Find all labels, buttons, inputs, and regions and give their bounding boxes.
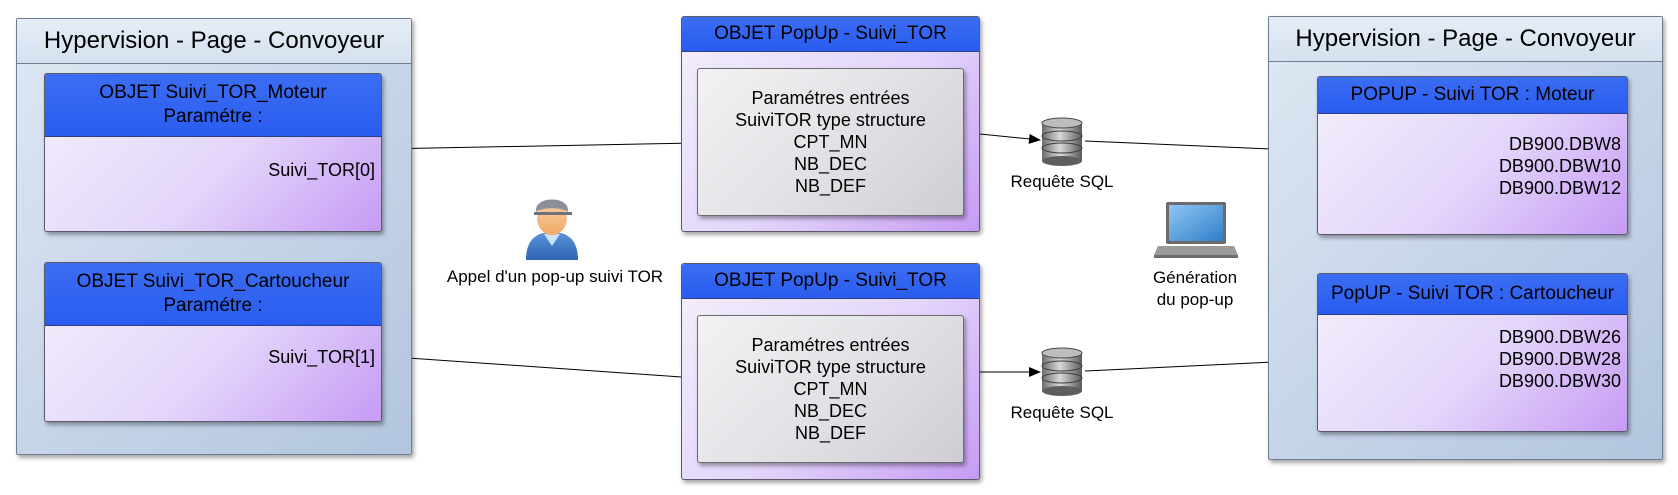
objet-suivi-tor-moteur[interactable]: OBJET Suivi_TOR_Moteur Paramétre : Suivi… [44, 73, 382, 232]
objet-moteur-header: OBJET Suivi_TOR_Moteur Paramétre : [45, 74, 381, 137]
laptop-caption-line-2: du pop-up [1156, 290, 1234, 309]
popup-suivi-tor-cartoucheur[interactable]: PopUP - Suivi TOR : Cartoucheur DB900.DB… [1317, 273, 1628, 432]
popup2-line-3: CPT_MN [793, 379, 868, 399]
right-popup1-line-3: DB900.DBW12 [1498, 178, 1621, 198]
right-popup2-line-3: DB900.DBW30 [1498, 371, 1621, 391]
objet-popup-suivi-tor-1[interactable]: OBJET PopUp - Suivi_TOR Paramétres entré… [681, 16, 980, 232]
objet-suivi-tor-cartoucheur[interactable]: OBJET Suivi_TOR_Cartoucheur Paramétre : … [44, 262, 382, 422]
user-caption: Appel d'un pop-up suivi TOR [446, 267, 664, 286]
objet-cartoucheur-param-label: Paramétre : [163, 295, 263, 316]
right-popup1-header: POPUP - Suivi TOR : Moteur [1318, 77, 1627, 114]
objet-cartoucheur-title: OBJET Suivi_TOR_Cartoucheur [76, 271, 350, 292]
popup1-header: OBJET PopUp - Suivi_TOR [682, 17, 979, 52]
database-icon-1 [1040, 117, 1084, 167]
arrow-popup1-to-db1 [979, 133, 1041, 144]
objet-popup-suivi-tor-2[interactable]: OBJET PopUp - Suivi_TOR Paramétres entré… [681, 263, 980, 480]
objet-moteur-param-label: Paramétre : [163, 106, 263, 127]
left-panel-title: Hypervision - Page - Convoyeur [17, 19, 411, 64]
popup-suivi-tor-moteur[interactable]: POPUP - Suivi TOR : Moteur DB900.DBW8 DB… [1317, 76, 1628, 235]
popup2-line-4: NB_DEC [793, 401, 868, 421]
popup2-line-5: NB_DEF [794, 423, 866, 443]
objet-moteur-param-value: Suivi_TOR[0] [268, 160, 375, 180]
laptop-caption-line-1: Génération [1152, 268, 1238, 287]
laptop-caption: Génération du pop-up [1120, 267, 1270, 311]
right-popup1-lines: DB900.DBW8 DB900.DBW10 DB900.DBW12 [1499, 133, 1621, 199]
popup1-line-2: SuiviTOR type structure [735, 110, 926, 130]
left-panel-title-text: Hypervision - Page - Convoyeur [43, 27, 385, 54]
popup1-line-1: Paramétres entrées [751, 88, 910, 108]
popup1-line-3: CPT_MN [793, 132, 868, 152]
right-panel-title: Hypervision - Page - Convoyeur [1269, 17, 1662, 62]
right-popup1-title: POPUP - Suivi TOR : Moteur [1350, 84, 1595, 105]
right-popup1-line-1: DB900.DBW8 [1508, 134, 1621, 154]
popup1-line-5: NB_DEF [794, 176, 866, 196]
popup2-title: OBJET PopUp - Suivi_TOR [714, 270, 947, 291]
popup2-header: OBJET PopUp - Suivi_TOR [682, 264, 979, 299]
db2-caption: Requête SQL [1010, 403, 1114, 422]
popup1-params-box: Paramétres entrées SuiviTOR type structu… [697, 68, 964, 216]
right-popup2-lines: DB900.DBW26 DB900.DBW28 DB900.DBW30 [1499, 326, 1621, 392]
right-popup2-line-2: DB900.DBW28 [1498, 349, 1621, 369]
right-popup2-title: PopUP - Suivi TOR : Cartoucheur [1330, 283, 1614, 304]
popup2-line-2: SuiviTOR type structure [735, 357, 926, 377]
right-popup1-line-2: DB900.DBW10 [1498, 156, 1621, 176]
db1-caption: Requête SQL [1010, 172, 1114, 191]
right-panel-title-text: Hypervision - Page - Convoyeur [1295, 25, 1636, 52]
laptop-icon [1154, 200, 1238, 260]
right-popup2-header: PopUP - Suivi TOR : Cartoucheur [1318, 274, 1627, 315]
popup2-params-box: Paramétres entrées SuiviTOR type structu… [697, 315, 964, 463]
objet-cartoucheur-param-value: Suivi_TOR[1] [268, 347, 375, 367]
objet-moteur-title: OBJET Suivi_TOR_Moteur [99, 82, 327, 103]
objet-cartoucheur-header: OBJET Suivi_TOR_Cartoucheur Paramétre : [45, 263, 381, 326]
popup1-line-4: NB_DEC [793, 154, 868, 174]
arrow-obj2-to-popup2 [379, 355, 697, 383]
right-popup2-line-1: DB900.DBW26 [1498, 327, 1621, 347]
arrow-obj1-to-popup1 [379, 138, 697, 150]
database-icon-2 [1040, 347, 1084, 397]
popup2-line-1: Paramétres entrées [751, 335, 910, 355]
user-icon [520, 190, 584, 260]
popup1-title: OBJET PopUp - Suivi_TOR [714, 23, 947, 44]
